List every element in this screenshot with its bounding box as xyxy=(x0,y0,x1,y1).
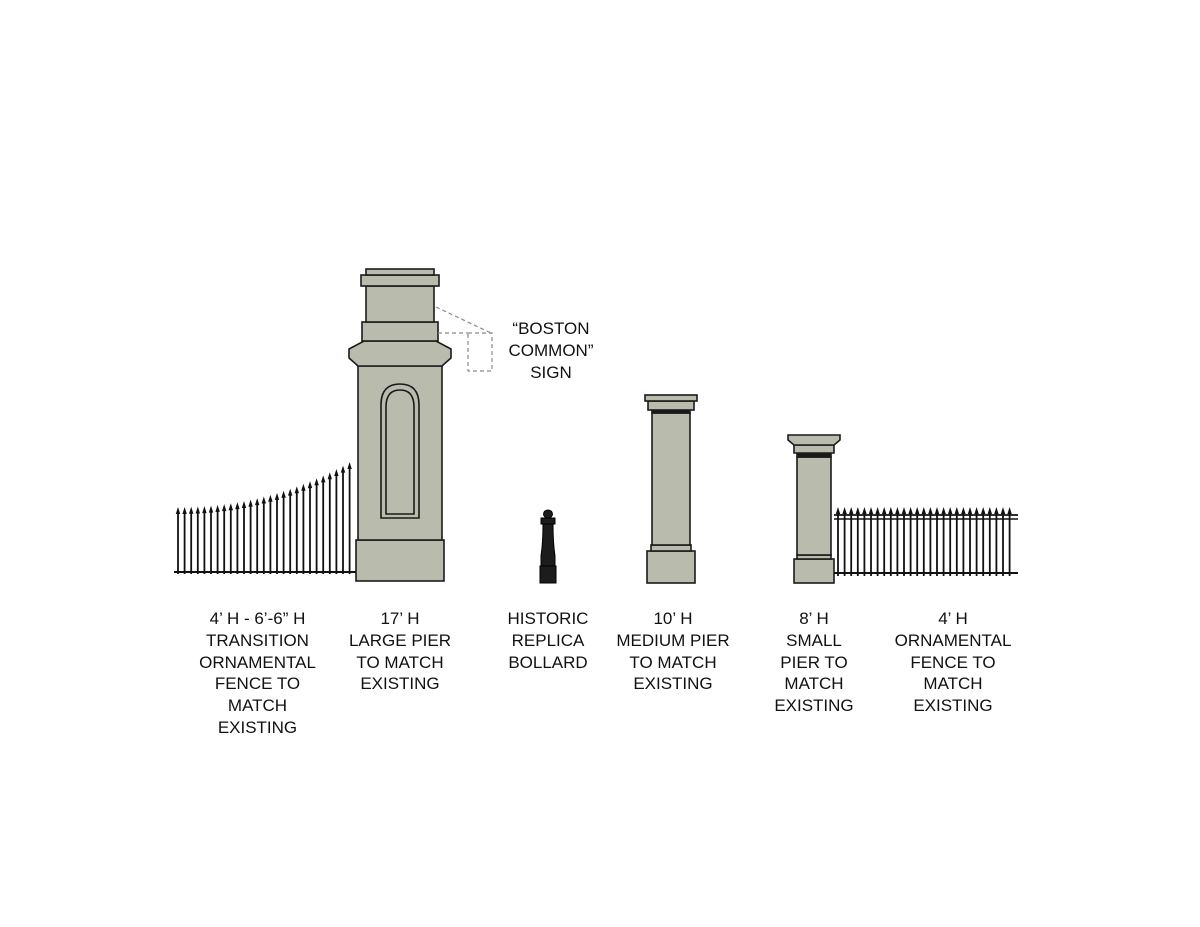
fence-finial xyxy=(281,490,286,498)
fence-finial xyxy=(954,507,959,514)
fence-finial xyxy=(849,507,854,514)
fence-finial xyxy=(835,507,841,514)
large-pier-cornice xyxy=(348,340,452,367)
large-pier-cap-block xyxy=(365,285,435,323)
label-medium-pier: 10’ H MEDIUM PIER TO MATCH EXISTING xyxy=(616,609,730,694)
fence-finial xyxy=(347,462,352,470)
fence-finial xyxy=(961,507,966,514)
fence-finial xyxy=(888,507,893,514)
fence-finial xyxy=(908,507,913,514)
fence-finial xyxy=(189,506,194,514)
medium-pier-cap-top xyxy=(644,394,698,402)
fence-finial xyxy=(235,502,240,510)
fence-finial xyxy=(941,507,946,514)
fence-finial xyxy=(862,507,867,514)
fence-finial xyxy=(915,507,920,514)
fence-finial xyxy=(195,506,200,514)
fence-finial xyxy=(928,507,933,514)
label-large-pier: 17’ H LARGE PIER TO MATCH EXISTING xyxy=(348,609,452,694)
bollard-knob xyxy=(543,509,553,519)
fence-finial xyxy=(175,507,181,514)
fence-finial xyxy=(182,506,187,514)
fence-finial xyxy=(301,483,306,491)
fence-finial xyxy=(987,507,992,514)
fence-finial xyxy=(268,494,273,502)
fence-finial xyxy=(934,507,940,514)
large-pier-cap-mold xyxy=(360,274,440,287)
large-pier-arch-panel-inner xyxy=(385,389,415,515)
bollard xyxy=(539,509,557,584)
fence-finial xyxy=(895,507,900,514)
fence-finial xyxy=(241,500,247,508)
medium-pier xyxy=(644,394,698,584)
sign-indicator xyxy=(435,306,493,372)
fence-finial xyxy=(261,496,266,504)
fence-finial xyxy=(882,507,887,514)
medium-pier-shaft xyxy=(651,412,691,546)
fence-finial xyxy=(868,507,874,514)
fence-finial xyxy=(340,465,346,473)
fence-finial xyxy=(901,507,907,514)
small-pier-cap-mold xyxy=(793,444,835,454)
fence-finial xyxy=(1000,507,1006,514)
fence-finial xyxy=(974,507,979,514)
bollard-collar xyxy=(540,517,556,525)
fence-finial xyxy=(202,506,207,514)
bollard-body xyxy=(540,523,556,567)
fence-finial xyxy=(248,499,253,507)
medium-pier-plinth xyxy=(650,544,692,552)
small-pier-shaft xyxy=(796,456,832,556)
fence-finial xyxy=(948,507,953,514)
large-pier-cap-top xyxy=(365,268,435,276)
small-pier-cap-top xyxy=(787,434,841,446)
small-pier-base xyxy=(793,558,835,584)
fence-finial xyxy=(855,507,860,514)
medium-pier-base xyxy=(646,550,696,584)
fence-finial xyxy=(842,507,847,514)
fence-finial xyxy=(222,504,227,512)
label-small-pier: 8’ H SMALL PIER TO MATCH EXISTING xyxy=(774,609,854,716)
fence-finial xyxy=(314,478,319,486)
sign-box xyxy=(467,332,493,372)
fence-finial xyxy=(327,472,332,480)
fence-finial xyxy=(921,507,926,514)
fence-finial xyxy=(1007,507,1012,514)
fence-finial xyxy=(981,507,986,514)
fence-finial xyxy=(228,503,233,511)
transition-fence xyxy=(174,462,356,574)
large-pier-base xyxy=(355,539,445,582)
fence-finial xyxy=(307,481,313,489)
fence-finial xyxy=(274,492,280,500)
bollard-base xyxy=(539,565,557,584)
large-pier-band xyxy=(361,321,439,342)
fence-finial xyxy=(967,507,973,514)
sign-label: “BOSTON COMMON” SIGN xyxy=(508,319,594,382)
fence-finial xyxy=(321,475,326,483)
ornamental-fence xyxy=(834,507,1018,576)
large-pier xyxy=(348,268,452,582)
label-transition-fence: 4’ H - 6’-6” H TRANSITION ORNAMENTAL FEN… xyxy=(199,609,316,737)
fence-finial xyxy=(294,486,299,494)
fence-finial xyxy=(255,498,260,506)
fence-finial xyxy=(875,507,880,514)
small-pier xyxy=(787,434,841,584)
label-bollard: HISTORIC REPLICA BOLLARD xyxy=(507,609,589,672)
medium-pier-cap-mold xyxy=(647,400,695,411)
fence-finial xyxy=(334,468,339,476)
fence-finial xyxy=(994,507,999,514)
fence-finial xyxy=(215,504,220,512)
fence-finial xyxy=(208,505,214,513)
fence-finial xyxy=(288,488,293,496)
label-ornamental-fence: 4’ H ORNAMENTAL FENCE TO MATCH EXISTING xyxy=(894,609,1012,716)
